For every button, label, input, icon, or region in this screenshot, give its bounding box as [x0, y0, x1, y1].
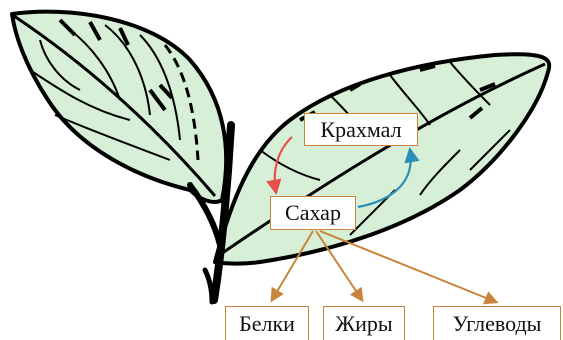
left-leaf [12, 12, 226, 202]
starch-box: Крахмал [304, 113, 418, 146]
right-leaf [215, 54, 549, 263]
carbohydrates-box: Углеводы [433, 306, 561, 340]
sugar-box: Сахар [270, 196, 356, 230]
proteins-box: Белки [225, 306, 309, 340]
arrow-sugar-to-carbohydrates [320, 231, 496, 302]
fats-box: Жиры [323, 306, 405, 340]
